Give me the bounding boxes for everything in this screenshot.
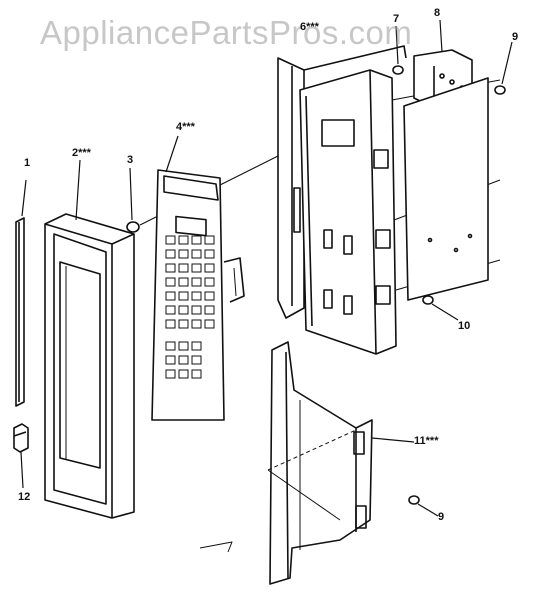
keypad-key <box>204 291 215 301</box>
pcb-board <box>403 77 489 301</box>
keypad-key <box>165 263 176 273</box>
keypad-key <box>165 277 176 287</box>
keypad-key <box>191 291 202 301</box>
keypad-key <box>178 249 189 259</box>
part-2-control-frame <box>44 159 135 519</box>
keypad-key <box>178 369 189 379</box>
keypad-key <box>191 355 202 365</box>
part-9-screw-lower <box>408 495 439 517</box>
part-6-bracket <box>277 45 407 319</box>
keypad-key <box>191 369 202 379</box>
keypad-key <box>178 319 189 329</box>
keypad-key <box>191 263 202 273</box>
keypad-key <box>165 355 176 365</box>
keypad-key <box>178 263 189 273</box>
keypad-key <box>178 291 189 301</box>
keypad-key <box>191 249 202 259</box>
part-1-trim-strip <box>15 179 27 407</box>
part-11-mounting-plate <box>267 341 415 585</box>
keypad-key <box>178 277 189 287</box>
keypad-key <box>204 263 215 273</box>
keypad-key <box>191 277 202 287</box>
keypad-key <box>165 341 176 351</box>
callout-8: 8 <box>434 7 441 19</box>
part-12-clip <box>13 423 29 489</box>
keypad-key <box>191 235 202 245</box>
keypad-key <box>165 369 176 379</box>
keypad-key <box>165 235 176 245</box>
callout-1: 1 <box>24 157 31 169</box>
keypad-key <box>204 249 215 259</box>
callout-2: 2*** <box>72 147 91 159</box>
keypad-key <box>178 355 189 365</box>
keypad-key <box>165 319 176 329</box>
keypad-key <box>178 341 189 351</box>
callout-10: 10 <box>458 320 471 332</box>
callout-6: 6*** <box>300 21 319 33</box>
keypad-key <box>178 235 189 245</box>
keypad-key <box>191 341 202 351</box>
keypad-key <box>191 305 202 315</box>
keypad-key <box>165 291 176 301</box>
keypad-key <box>178 305 189 315</box>
keypad-key <box>165 249 176 259</box>
callout-7: 7 <box>393 13 400 25</box>
keypad-key <box>165 305 176 315</box>
callout-12: 12 <box>18 491 31 503</box>
keypad-key <box>204 235 215 245</box>
keypad-key <box>204 319 215 329</box>
callout-4: 4*** <box>176 121 195 133</box>
keypad-key <box>191 319 202 329</box>
keypad-key <box>204 277 215 287</box>
callout-3: 3 <box>127 154 134 166</box>
callout-11: 11*** <box>414 435 439 447</box>
stray-mark <box>199 541 233 553</box>
part-9-screw-upper <box>494 41 513 95</box>
keypad-key <box>204 305 215 315</box>
callout-9-upper: 9 <box>512 31 519 43</box>
part-10-screw <box>422 295 459 321</box>
part-7-screw <box>392 25 404 75</box>
callout-9-lower: 9 <box>438 511 445 523</box>
